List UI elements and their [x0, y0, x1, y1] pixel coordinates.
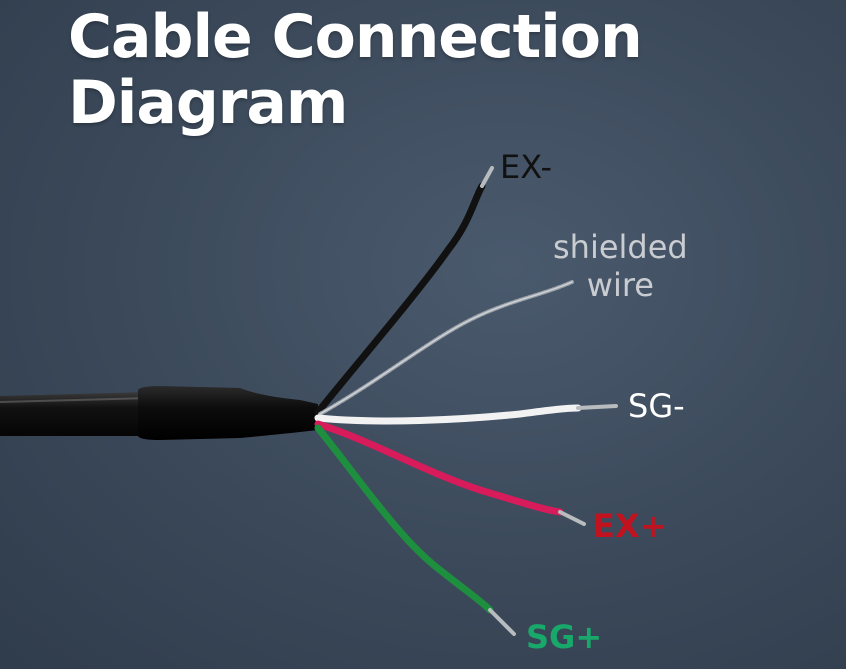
page-title: Cable Connection Diagram	[68, 2, 643, 138]
wire-shield-core	[319, 281, 573, 415]
wire-sg-minus	[314, 404, 582, 425]
title-line-2: Diagram	[68, 68, 348, 138]
label-sg-minus: SG-	[628, 387, 685, 425]
wire-shield	[318, 280, 574, 416]
title-line-1: Cable Connection	[68, 2, 643, 72]
wire-sg-plus-tip	[488, 608, 516, 636]
cable-jacket	[0, 392, 150, 436]
label-shielded-line-1: shielded	[553, 228, 688, 266]
cable-highlight	[0, 397, 151, 403]
label-sg-plus: SG+	[526, 618, 603, 656]
wire-sg-plus	[314, 424, 494, 614]
label-ex-minus: EX-	[500, 148, 553, 186]
wire-ex-plus-tip	[558, 510, 586, 526]
label-ex-plus: EX+	[593, 507, 667, 545]
wire-ex-minus-tip	[480, 166, 494, 188]
wire-ex-plus	[314, 420, 564, 516]
label-shielded-wire: shielded wire	[553, 228, 688, 304]
wire-sg-minus-tip	[576, 404, 618, 410]
wire-ex-minus	[314, 182, 486, 416]
heat-shrink-sleeve	[138, 386, 318, 440]
label-shielded-line-2: wire	[586, 266, 654, 304]
